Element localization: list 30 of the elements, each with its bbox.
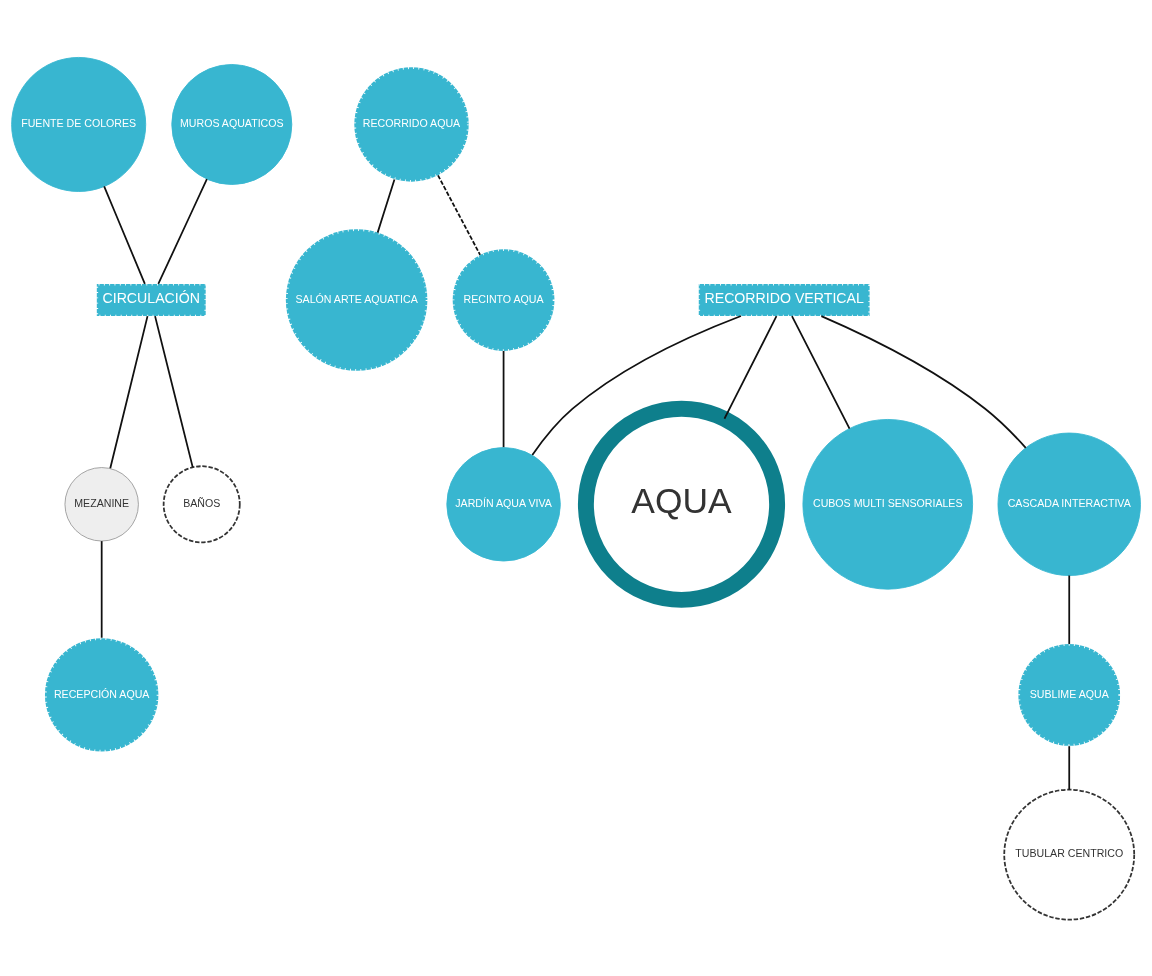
connector: [100, 539, 103, 639]
node-circle: MEZANINE: [64, 466, 139, 541]
connector: [376, 178, 396, 233]
connector: [437, 174, 481, 256]
node-circle: RECINTO AQUA: [450, 246, 557, 353]
node-circle: CASCADA INTERACTIVA: [997, 432, 1141, 576]
connector: [791, 314, 851, 429]
connector: [1068, 744, 1071, 791]
connector: [531, 314, 742, 456]
node-circle: JARDÍN AQUA VIVA: [446, 446, 561, 561]
connector: [502, 349, 505, 448]
connector: [154, 314, 194, 468]
node-circle: CUBOS MULTI SENSORIALES: [802, 418, 974, 590]
connector: [820, 314, 1027, 449]
node-circle: AQUA: [577, 400, 786, 608]
connector: [103, 185, 146, 285]
connector: [723, 314, 778, 420]
node-box: RECORRIDO VERTICAL: [697, 282, 871, 317]
node-circle: SALÓN ARTE AQUATICA: [284, 227, 430, 373]
connector: [1068, 574, 1071, 645]
node-box: CIRCULACIÓN: [95, 282, 208, 317]
node-circle: FUENTE DE COLORES: [11, 56, 147, 192]
node-circle: RECORRIDO AQUA: [352, 65, 471, 183]
node-circle: SUBLIME AQUA: [1016, 641, 1122, 748]
connector: [109, 314, 149, 469]
node-circle: MUROS AQUATICOS: [171, 63, 293, 185]
node-circle: RECEPCIÓN AQUA: [43, 635, 161, 753]
connector: [157, 177, 208, 285]
node-circle: BAÑOS: [162, 464, 241, 543]
node-circle: TUBULAR CENTRICO: [1003, 788, 1136, 921]
